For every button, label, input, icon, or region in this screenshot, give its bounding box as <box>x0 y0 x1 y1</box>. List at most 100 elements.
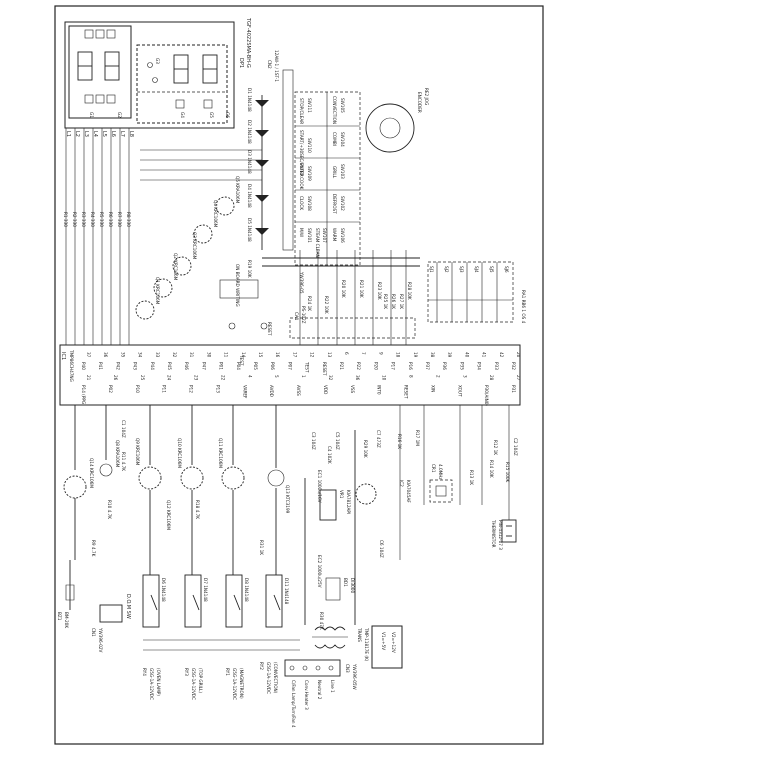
ic-pin-number: 35 <box>120 352 125 358</box>
test-pad-label: TEST <box>239 354 244 366</box>
page-frame <box>54 5 544 745</box>
switch-id: SW103 <box>340 164 345 179</box>
ic-pin-number: 12 <box>310 352 315 358</box>
grid-label: G6 <box>225 112 230 118</box>
ic1: IC1 TMP86CH47NG <box>59 344 521 406</box>
switch-label: CONVECTION <box>332 96 337 124</box>
ic-pin-label: RESET <box>322 362 327 376</box>
ic-pin-number: 14 <box>241 352 246 358</box>
ic-pin-label: P22 <box>356 362 361 370</box>
ic-pin-label: XOUT <box>457 385 462 397</box>
ic-pin-number: 41 <box>482 352 487 358</box>
line-label: L4 <box>92 131 98 137</box>
switch-label: AUTO COOK <box>299 164 304 190</box>
passive-label: C7 473Z <box>376 430 381 448</box>
ic-pin-number: 30 <box>206 352 211 358</box>
switch-label: DEFROST <box>332 194 337 214</box>
door-switch: D.O.M SW CN1 YW396-02V <box>91 594 131 653</box>
relay-func: (TOP GRILL) <box>198 668 203 693</box>
transistor-label: Q14 KRC106M <box>89 458 94 488</box>
ic-pin-label: P13 <box>215 385 220 393</box>
resistor-label: R8 330 <box>126 212 131 227</box>
segment-wires <box>65 128 262 345</box>
grid-label: G4 <box>180 112 185 118</box>
transistor-label: Q9 KRC106M <box>135 438 140 466</box>
ic-pin-number: 24 <box>167 375 172 381</box>
ic-pin-number: 18 <box>396 352 401 358</box>
switch-id: SW110 <box>307 138 312 153</box>
vfd-display: G1 G2 G3 G4 G5 G6 <box>64 21 235 129</box>
resistor-label: R2 330 <box>72 212 77 227</box>
passive-label: R16 1K <box>397 434 402 449</box>
ic-pin-label: VSS <box>350 385 355 394</box>
lower-wiring <box>74 405 510 651</box>
digit-2 <box>104 51 120 81</box>
cn1-name: CN1 <box>91 628 96 637</box>
switch-label: WARM <box>332 228 337 242</box>
switch-id: SW104 <box>340 132 345 147</box>
passive-label: R15 100K <box>505 462 510 483</box>
ic-pin-label: P04 <box>236 362 241 370</box>
ic-pin-label: VDD <box>323 385 328 394</box>
passive-label: C5 104Z <box>335 432 340 450</box>
crystal-name: CR1 <box>431 464 436 473</box>
ic-pin-label: P36 <box>442 362 447 370</box>
right-connector-block: SJ1 SJ2 SJ3 SJ4 SJ5 SJ6 RA1 RB6 1 OS 4 <box>427 261 526 324</box>
sj-label: SJ4 <box>474 266 479 273</box>
ic-pin-number: 42 <box>499 352 504 358</box>
ic-pin-label: P47 <box>201 362 206 370</box>
resistor-label: R6 330 <box>108 212 113 227</box>
display-part: TGF-4022SMA-BH-G <box>245 17 251 68</box>
sj-label: SJ3 <box>459 266 464 273</box>
ic-pin-number: 27 <box>516 375 521 381</box>
resistor-label: R3 330 <box>81 212 86 227</box>
writing-label: ON BOARD WRITING <box>235 264 240 307</box>
switch-label: STOP/CLEAR <box>299 98 304 124</box>
ic-pin-label: RESET <box>404 385 409 399</box>
ic-pin-number: 16 <box>275 352 280 358</box>
passive-label: EC2 1000u/25V <box>317 555 322 588</box>
ic-pin-number: 7 <box>361 352 366 355</box>
passive-label: R9 4.7K <box>91 540 96 557</box>
resistor-label: R4 330 <box>90 212 95 227</box>
ic-pin-label: P05 <box>253 362 258 370</box>
digit-4 <box>202 54 218 84</box>
reset-pad-label: RESET <box>267 322 272 336</box>
ic-pin-label: P20 <box>373 362 378 370</box>
ic-pin-number: 34 <box>138 352 143 358</box>
ic-pin-label: VAREF <box>242 385 247 399</box>
sj-label: SJ1 <box>429 266 434 273</box>
resistor-label: R28 10K <box>407 282 412 300</box>
ic-pin-label: P07 <box>287 362 292 370</box>
ic-pin-label: P32 <box>511 362 516 370</box>
transistor-label: Q1 KRC106M <box>155 277 160 305</box>
transistor-label: Q12 KRC106M <box>166 500 171 530</box>
passive-label: R11 4.7K <box>121 452 126 471</box>
relay-id: RY4 <box>142 668 147 676</box>
relay-id: RY2 <box>259 662 264 670</box>
passive-label: C2 104Z <box>513 438 518 456</box>
ic-pin-label: P30(AIN0) <box>484 385 489 406</box>
matrix-resistors: R19 10K R20 10K R21 10K R22 10K R23 10K … <box>247 260 412 314</box>
legend-item: V2=+12V <box>391 632 396 653</box>
test-reset-pads: TEST RESET <box>228 322 272 366</box>
ic-pin-number: 19 <box>413 352 418 358</box>
relay-part: G5G-1A-12VDC <box>191 668 196 700</box>
ca1-part: PS-102Z <box>301 306 306 324</box>
relay-part: G5G-1A-12VDC <box>266 662 271 694</box>
resistor-label: R21 10K <box>359 280 364 298</box>
resistor-label: R7 330 <box>117 212 122 227</box>
line-label: L2 <box>74 131 80 137</box>
ic-pin-label: P40 <box>81 362 86 370</box>
relay-diode-label: D8 1N4148 <box>244 578 249 602</box>
switch-label: CLOCK <box>299 196 304 210</box>
ic-pin-number: 17 <box>292 352 297 358</box>
ic-pin-label: P11 <box>162 385 167 393</box>
transistor-label: Q5 KRA106M <box>235 176 240 204</box>
resistor-label: R23 10K <box>377 282 382 300</box>
ic-pin-number: 10 <box>382 375 387 381</box>
top-transistors: Q1 KRC106M Q2 KRC106M Q3 KRC106M Q4 KRC1… <box>135 176 240 320</box>
ic-pin-label: P12 <box>189 385 194 393</box>
sj-label: SJ6 <box>504 266 509 273</box>
